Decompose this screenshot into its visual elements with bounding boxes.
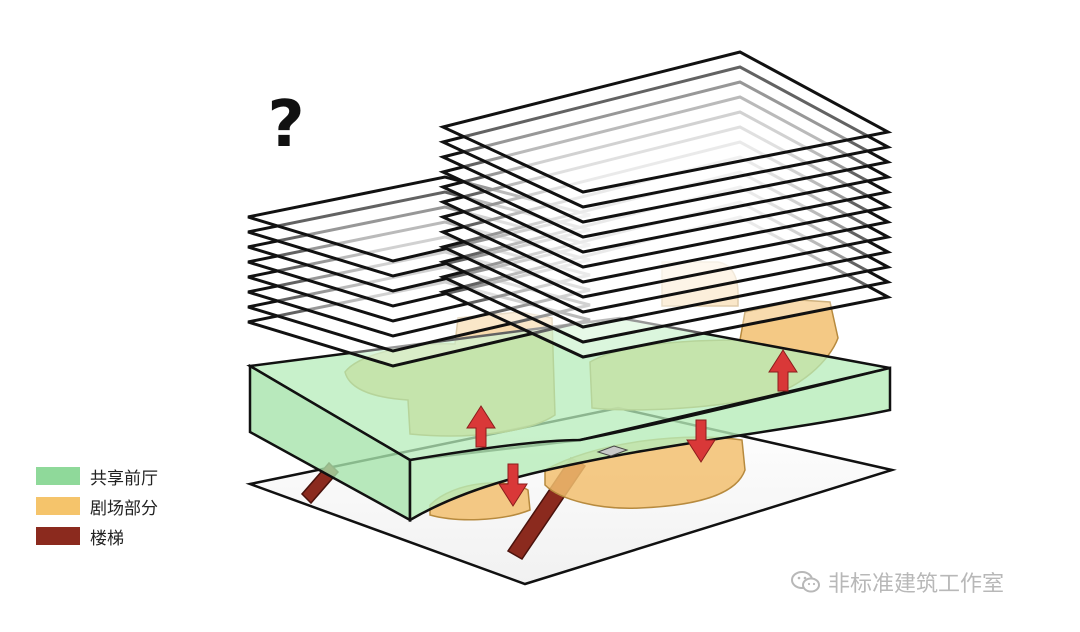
- legend-item-theater: 剧场部分: [36, 492, 158, 520]
- floor-plate: [438, 80, 893, 224]
- arrow-up-icon: [768, 349, 798, 392]
- legend-label-stair: 楼梯: [90, 528, 124, 549]
- arrow-down-icon: [498, 463, 528, 507]
- floor-plate: [247, 250, 591, 338]
- floor-plate: [247, 265, 591, 353]
- legend: 共享前厅 剧场部分 楼梯: [36, 462, 158, 552]
- floor-opening: [596, 445, 629, 457]
- floor-plate: [438, 125, 893, 269]
- floor-plate: [438, 110, 893, 254]
- floor-plate: [438, 140, 893, 284]
- floor-plate: [247, 190, 591, 278]
- lobby-right-face: [408, 366, 892, 523]
- legend-item-stair: 楼梯: [36, 522, 158, 550]
- legend-swatch-lobby: [36, 467, 80, 485]
- legend-swatch-theater: [36, 497, 80, 515]
- floor-stack-left: [247, 175, 591, 368]
- circulation-arrows: [466, 349, 798, 507]
- shared-lobby-slab: [246, 316, 892, 523]
- legend-swatch-stair: [36, 527, 80, 545]
- theater-top-box: [661, 261, 739, 307]
- arrow-down-icon: [686, 419, 716, 463]
- watermark: 非标准建筑工作室: [790, 566, 1004, 598]
- floor-plate: [247, 175, 591, 263]
- floor-plate: [247, 280, 591, 368]
- floor-plate: [438, 65, 893, 209]
- floor-stack-right: [438, 50, 893, 359]
- legend-item-lobby: 共享前厅: [36, 462, 158, 490]
- floor-plate: [438, 50, 893, 194]
- floor-plate: [247, 235, 591, 323]
- floor-plate: [247, 205, 591, 293]
- legend-label-lobby: 共享前厅: [90, 468, 158, 489]
- watermark-text: 非标准建筑工作室: [828, 572, 1005, 597]
- wechat-icon: [791, 571, 820, 593]
- question-mark: ?: [267, 88, 304, 162]
- floor-plate: [438, 95, 893, 239]
- floor-plate: [247, 220, 591, 308]
- legend-label-theater: 剧场部分: [90, 498, 158, 519]
- arrow-up-icon: [466, 405, 496, 448]
